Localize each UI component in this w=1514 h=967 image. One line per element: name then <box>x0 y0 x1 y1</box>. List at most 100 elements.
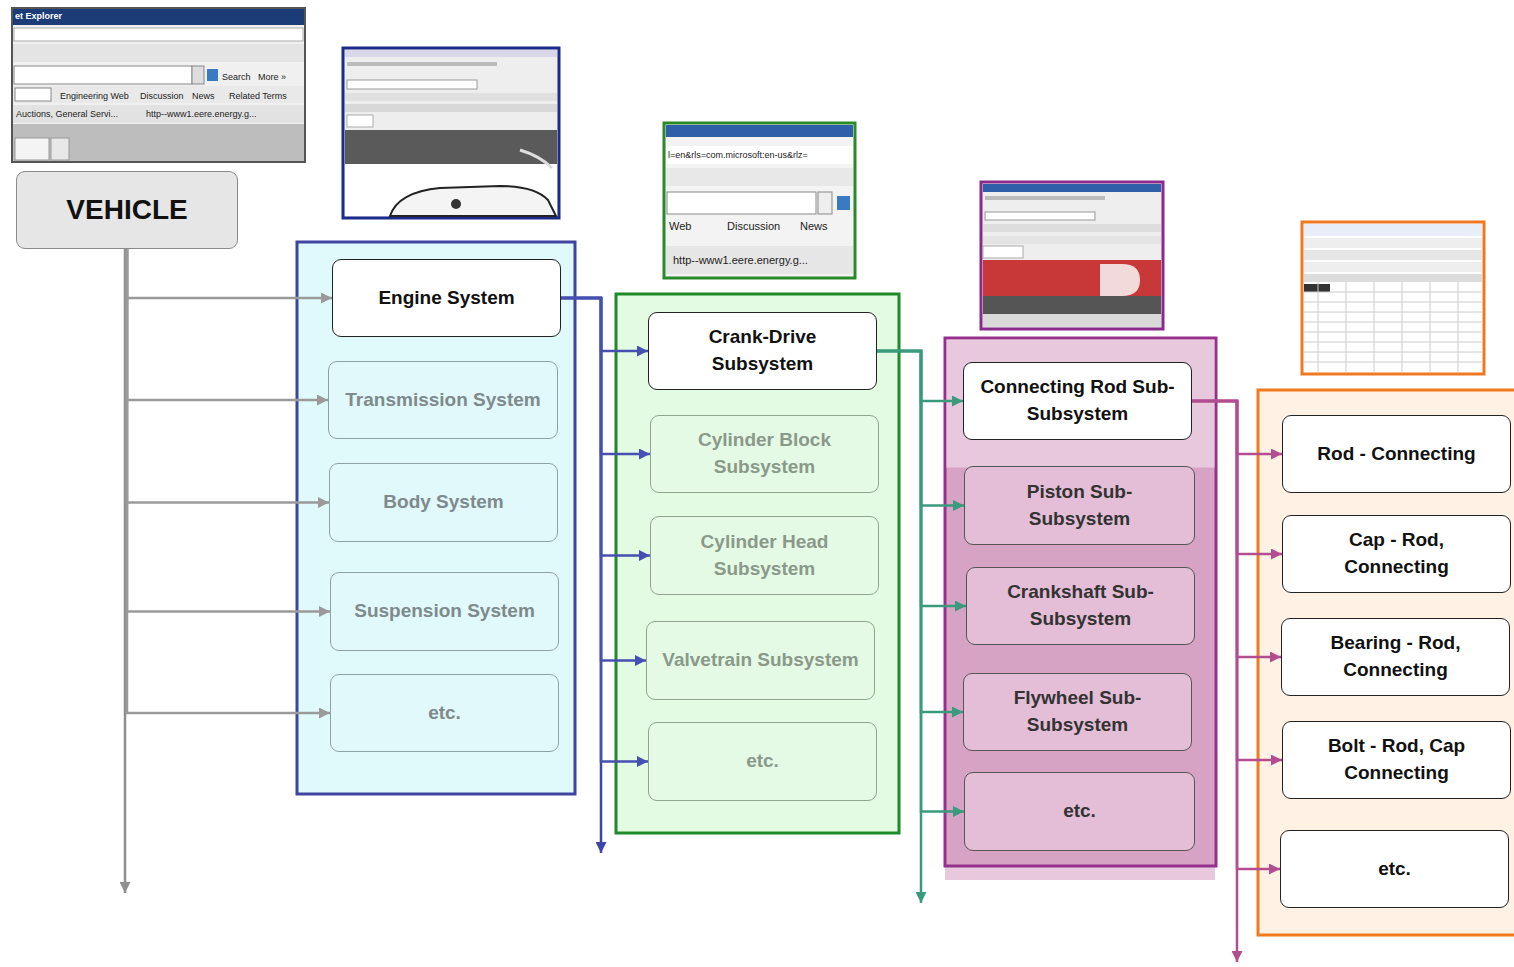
connector-arrow <box>561 298 650 556</box>
browser-screenshot <box>985 212 1095 220</box>
browser-screenshot <box>666 146 853 164</box>
browser-screenshot <box>818 192 832 214</box>
subsystem-box: Cylinder Block Subsystem <box>650 415 879 493</box>
screenshot-text: Web <box>669 220 691 233</box>
subsystem-box: Valvetrain Subsystem <box>646 621 875 700</box>
system-box: Suspension System <box>330 572 559 651</box>
browser-screenshot <box>13 86 304 103</box>
node-label: etc. <box>1063 798 1096 825</box>
browser-screenshot <box>51 138 69 160</box>
node-label: etc. <box>1378 856 1411 883</box>
screenshot-text: More » <box>258 72 286 83</box>
node-label: Crankshaft Sub-Subsystem <box>979 579 1182 632</box>
screenshot-text: http--www1.eere.energy.g... <box>673 254 808 267</box>
spreadsheet-screenshot <box>1302 222 1484 374</box>
part-box: Bearing - Rod, Connecting <box>1281 618 1510 696</box>
connector-arrow <box>561 298 646 661</box>
node-label: Valvetrain Subsystem <box>662 647 858 674</box>
browser-screenshot <box>983 296 1161 314</box>
selected-box: Engine System <box>332 259 561 337</box>
browser-screenshot <box>345 50 557 57</box>
browser-screenshot <box>13 44 304 62</box>
connector-arrow <box>561 298 648 762</box>
connector-arrow <box>127 249 332 298</box>
browser-screenshot <box>981 182 1163 329</box>
browser-screenshot <box>983 246 1023 258</box>
browser-screenshot <box>983 314 1161 327</box>
level-panel <box>947 340 1215 468</box>
browser-screenshot <box>15 88 51 101</box>
spreadsheet-screenshot <box>1304 224 1482 236</box>
level-panel <box>616 294 899 833</box>
trunk-line <box>125 249 1237 962</box>
root-box: VEHICLE <box>16 171 238 249</box>
browser-screenshot <box>985 196 1105 200</box>
subsystem-box: Cylinder Head Subsystem <box>650 516 879 595</box>
subsystem-box: etc. <box>648 722 877 801</box>
browser-screenshot <box>983 260 1161 296</box>
level-panel <box>1258 390 1514 935</box>
browser-screenshot <box>664 123 855 278</box>
node-label: etc. <box>428 700 461 727</box>
screenshot-text: Search <box>222 72 251 83</box>
browser-screenshot <box>12 8 305 162</box>
node-label: Transmission System <box>345 387 540 414</box>
browser-screenshot <box>345 104 557 112</box>
screenshot-text: Engineering Web <box>60 91 129 102</box>
spreadsheet-screenshot <box>1302 222 1484 374</box>
node-label: Suspension System <box>354 598 535 625</box>
node-label: Body System <box>383 489 503 516</box>
screenshot-text: Auctions, General Servi... <box>16 109 118 120</box>
system-box: Transmission System <box>328 361 558 439</box>
connector-arrow <box>561 298 648 351</box>
sub-subsystem-box: Crankshaft Sub-Subsystem <box>966 567 1195 645</box>
browser-screenshot <box>14 28 303 41</box>
node-label: Engine System <box>378 285 514 312</box>
spreadsheet-screenshot <box>1304 250 1482 260</box>
screenshot-text: et Explorer <box>15 11 62 22</box>
node-label: Cylinder Head Subsystem <box>663 529 866 582</box>
browser-screenshot <box>666 125 853 137</box>
connector-arrow <box>1192 401 1280 869</box>
connector-arrow <box>127 249 330 713</box>
connector-arrow <box>561 298 650 454</box>
connector-arrow <box>127 249 330 612</box>
part-box: etc. <box>1280 830 1509 908</box>
node-label: Rod - Connecting <box>1317 441 1475 468</box>
selected-box: Crank-Drive Subsystem <box>648 312 877 390</box>
node-label: etc. <box>746 748 779 775</box>
node-label: Flywheel Sub-Subsystem <box>976 685 1179 738</box>
browser-screenshot <box>451 199 461 209</box>
spreadsheet-screenshot <box>1304 238 1482 248</box>
browser-screenshot <box>983 184 1161 192</box>
screenshot-text: News <box>192 91 215 102</box>
connector-arrow <box>127 249 328 400</box>
browser-screenshot <box>343 48 559 218</box>
browser-screenshot <box>13 105 304 123</box>
node-label: Piston Sub-Subsystem <box>977 479 1182 532</box>
browser-screenshot <box>837 196 850 210</box>
connector-arrow <box>127 249 329 503</box>
browser-screenshot <box>347 80 477 89</box>
node-label: Cylinder Block Subsystem <box>663 427 866 480</box>
screenshot-text: Discussion <box>727 220 780 233</box>
sub-subsystem-box: Piston Sub-Subsystem <box>964 466 1195 545</box>
browser-screenshot <box>343 48 559 218</box>
browser-screenshot <box>983 224 1161 232</box>
node-label: Connecting Rod Sub-Subsystem <box>976 374 1179 427</box>
level-panel <box>297 242 575 794</box>
spreadsheet-screenshot <box>1304 274 1482 282</box>
sub-subsystem-box: etc. <box>964 772 1195 851</box>
browser-screenshot <box>13 124 304 161</box>
level-panel <box>945 338 1216 866</box>
browser-screenshot <box>981 182 1163 329</box>
browser-screenshot <box>666 246 853 274</box>
screenshot-text: http--www1.eere.energy.g... <box>146 109 256 120</box>
connector-arrow <box>877 351 964 812</box>
browser-screenshot <box>983 236 1161 244</box>
browser-screenshot <box>520 150 552 168</box>
screenshot-text: News <box>800 220 828 233</box>
node-label: Bearing - Rod, Connecting <box>1294 630 1497 683</box>
